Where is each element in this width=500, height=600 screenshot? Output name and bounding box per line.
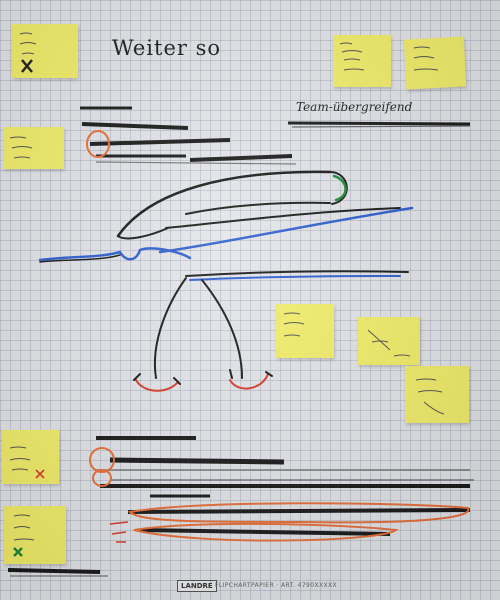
orange-circle-upper [86,130,110,158]
sticky-note-right-middle [358,317,420,365]
sticky-note-center [276,304,334,358]
red-cross-mark [35,469,45,479]
board-title: Weiter so [112,36,222,60]
black-cross-mark [21,59,33,73]
sticky-note-right-lower [405,366,469,423]
struck-lines-lower [7,436,474,577]
team-heading-underline [287,121,471,126]
boat-sketch [38,170,414,392]
struck-lines-upper [80,106,297,165]
sticky-note-scribbles [9,32,445,541]
red-annotation [109,521,129,543]
orange-marks-lower [89,447,470,542]
team-heading: Team-übergreifend [296,100,413,114]
green-cross-mark [13,547,23,557]
team-heading-underline-2 [291,125,471,128]
sticky-note-bottom-left-1 [2,430,59,484]
paper-product-label: FLIPCHARTPAPIER · ART. 4790XXXXX [215,582,338,589]
paper-brand-logo: LANDRÉ [177,580,217,592]
